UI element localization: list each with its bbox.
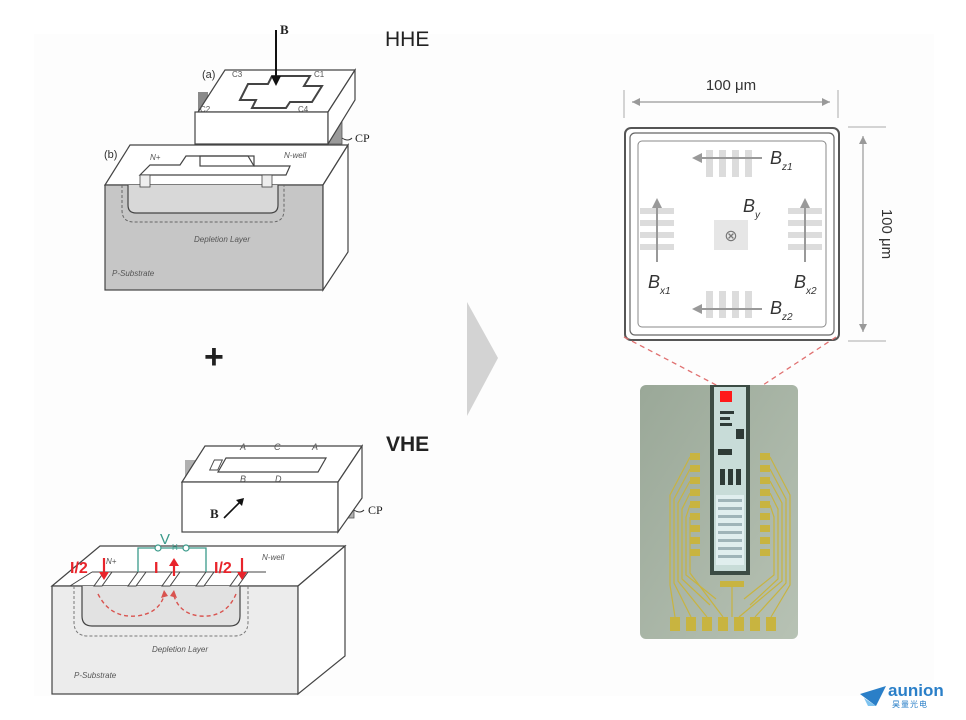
hhe-b-label: B (280, 22, 289, 37)
aunion-logo: aunion 昊量光电 (858, 681, 958, 714)
vhe-b-label: B (210, 506, 219, 521)
width-label: 100 μm (706, 77, 756, 94)
vhe-box-front (181, 481, 339, 533)
by-sensor-pad (714, 220, 748, 250)
contact-c1: C1 (314, 70, 325, 79)
logo-subtitle: 昊量光电 (892, 700, 928, 709)
vhe-hall-plate (216, 457, 328, 473)
bz1-label: B (770, 148, 782, 168)
current-left-label: I/2 (70, 560, 88, 577)
bz1-sub: z1 (781, 162, 793, 173)
bz2-arrow (692, 304, 702, 314)
hhe-nplus-label: N+ (150, 153, 161, 162)
hhe-diagram: B (a) C3 C1 C2 C4 CP (b) N+ N-well Deple… (103, 22, 370, 293)
contact-c2: C2 (200, 105, 211, 114)
bz2-label: B (770, 298, 782, 318)
nwell-section (127, 185, 279, 214)
sensor-bz1-fingers (706, 150, 752, 177)
vhe-substrate-label: P-Substrate (74, 671, 117, 680)
vhe-nplus-label: N+ (106, 557, 117, 566)
bx1-label: B (648, 272, 660, 292)
hhe-title: HHE (385, 28, 430, 51)
vhe-depletion-label: Depletion Layer (152, 645, 208, 654)
vhe-contact-strips (93, 571, 249, 587)
current-path-right (173, 593, 237, 617)
current-center-arrow (169, 558, 179, 566)
hhe-substrate-label: P-Substrate (112, 269, 155, 278)
contact-c4: C4 (298, 105, 309, 114)
hhe-b-sublabel: (b) (104, 149, 117, 161)
into-page-icon: ⊗ (724, 228, 737, 245)
by-label: B (743, 196, 755, 216)
logo-name: aunion (888, 681, 944, 700)
gold-traces (669, 456, 791, 618)
bx2-sub: x2 (805, 286, 817, 297)
chip-micrograph (640, 385, 798, 639)
vhe-contact-b: B (240, 474, 246, 484)
vhe-voltage-sub: H (172, 543, 178, 552)
bx1-sub: x1 (659, 286, 671, 297)
height-label: 100 μm (878, 209, 895, 259)
vhe-box-top (180, 445, 364, 483)
hhe-cross-plate (238, 75, 324, 109)
hhe-depletion-label: Depletion Layer (194, 235, 250, 244)
by-sub: y (754, 210, 761, 221)
bx2-label: B (794, 272, 806, 292)
hhe-a-side (327, 67, 356, 147)
vhe-depletion-boundary (73, 586, 249, 637)
vhe-voltage-label: V (160, 531, 170, 548)
bx1-arrow (652, 198, 662, 208)
hhe-cp-label: CP (355, 131, 370, 145)
b-field-arrowhead (271, 76, 281, 86)
sensor-highlight (720, 391, 732, 402)
bx2-arrow (800, 198, 810, 208)
cp-plate-left (198, 92, 208, 112)
hhe-a-front (194, 111, 329, 145)
transition-arrow-icon (467, 302, 498, 416)
contact-c3: C3 (232, 70, 243, 79)
vhe-block-top (50, 545, 347, 587)
current-path-left (97, 593, 165, 617)
current-right-arrow (237, 572, 247, 580)
bz1-arrow (692, 153, 702, 163)
sensor-bz2-fingers (706, 291, 752, 318)
hhe-b-side (322, 142, 349, 293)
vhe-cp-label: CP (368, 503, 383, 517)
bz2-sub: z2 (781, 312, 793, 323)
bond-pads (670, 453, 776, 631)
current-right-label: I/2 (214, 560, 232, 577)
vhe-nwell-label: N-well (262, 553, 284, 562)
vhe-contact-c: C (274, 442, 281, 452)
paper-plane-icon (860, 686, 886, 706)
current-center-label: I (154, 560, 158, 577)
vhe-contact-a1: A (239, 442, 246, 452)
depletion-boundary (121, 185, 285, 223)
vhe-voltage-wire (137, 547, 207, 572)
vhe-title: VHE (386, 433, 430, 456)
hhe-nwell-label: N-well (284, 151, 306, 160)
hhe-a-label: (a) (202, 69, 215, 81)
sensor-layout: 100 μm 100 μm ⊗ B z1 B z2 B x1 B x2 B (623, 77, 895, 342)
plus-sign: + (204, 338, 224, 376)
vhe-diagram: A C A B D B CP V H I/2 I I/2 N+ N-well D… (50, 442, 383, 696)
vhe-contact-d: D (275, 474, 282, 484)
vhe-contact-a2: A (311, 442, 318, 452)
zoom-guide-lines (623, 336, 837, 388)
current-left-arrow (99, 572, 109, 580)
